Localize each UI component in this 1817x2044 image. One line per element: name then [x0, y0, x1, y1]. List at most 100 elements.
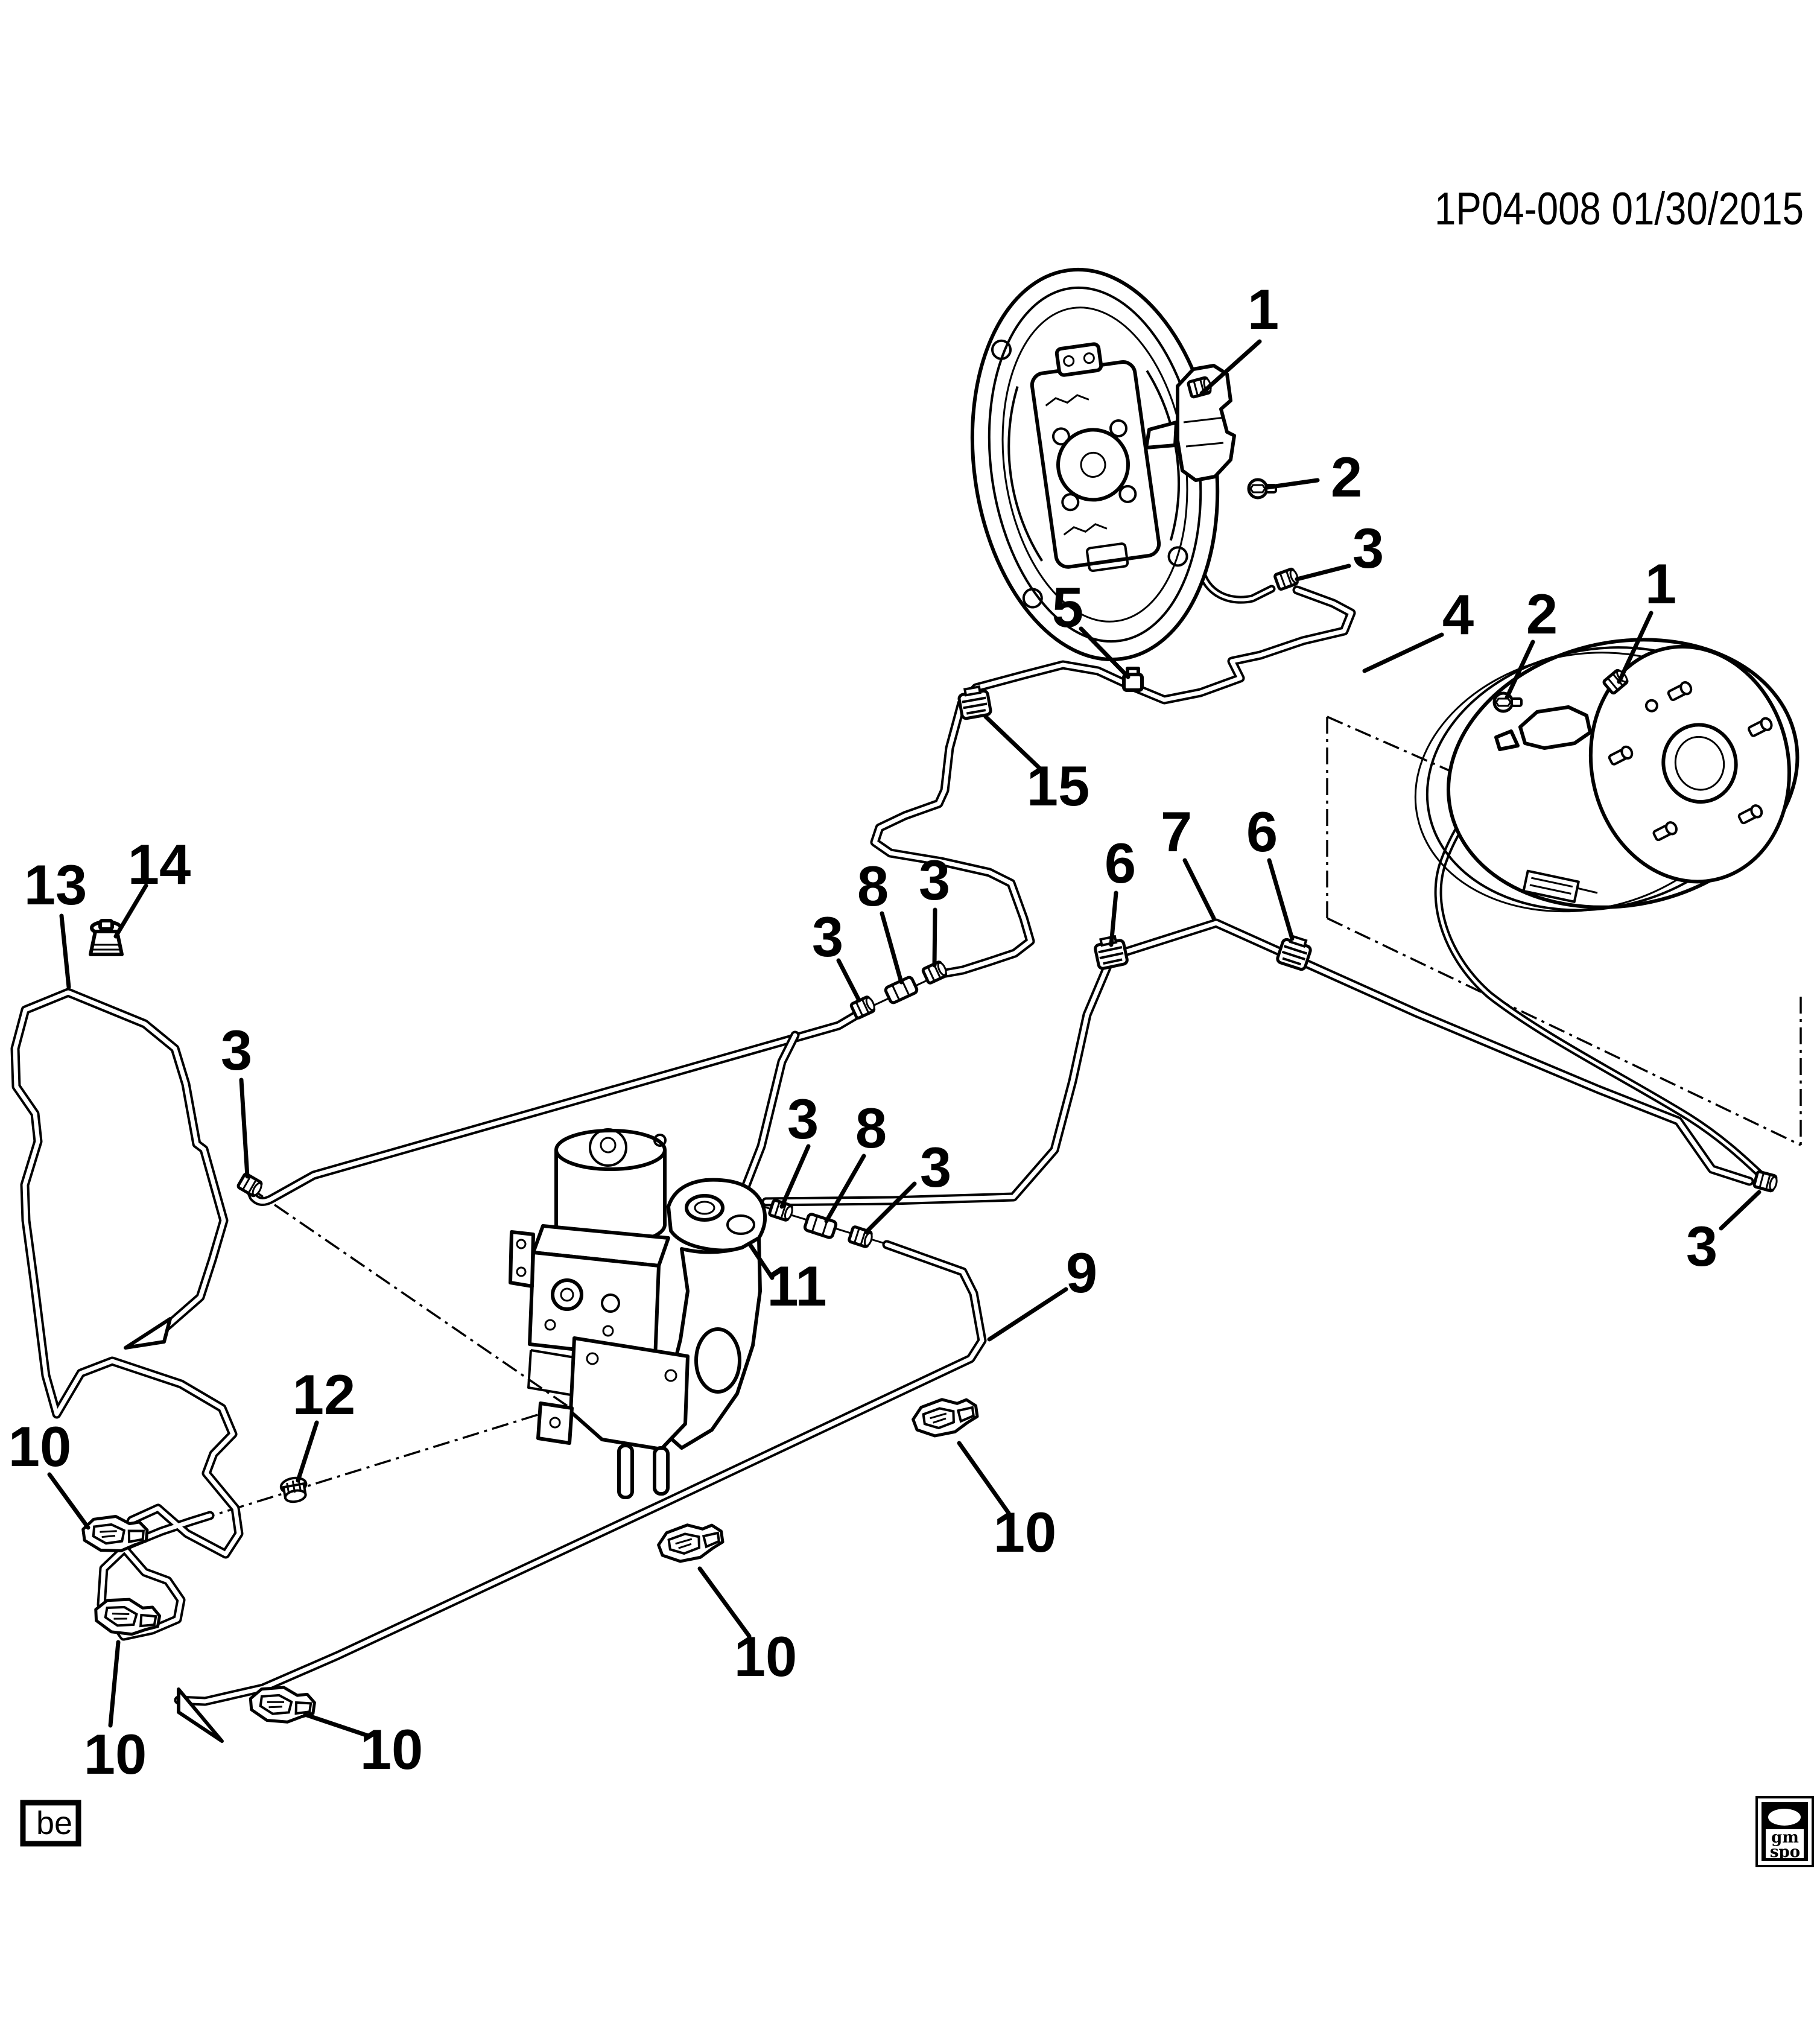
rear-brake-drum: [1414, 638, 1800, 913]
callout-7-7: 7: [1161, 800, 1192, 863]
fittings-and-clips: [81, 377, 1778, 1727]
return-spring: [1045, 394, 1089, 407]
callout-leader-3-17: [864, 1181, 917, 1234]
brake-shoe: [1007, 386, 1044, 562]
callout-leader-10-28: [303, 1712, 372, 1739]
port: [601, 1293, 620, 1313]
pipe-clip-5: [1122, 667, 1144, 692]
rear-left-pipe-assembly-13: [10, 988, 244, 1641]
callout-leader-15-5: [983, 714, 1041, 770]
pipe-clip-10: [656, 1520, 725, 1564]
callout-3-14: 3: [812, 905, 843, 968]
callout-leader-3-13: [932, 907, 937, 968]
callout-leader-12-23: [296, 1420, 319, 1483]
callout-leader-10-26: [697, 1566, 752, 1639]
callout-leader-11-22: [748, 1243, 775, 1280]
bracket-pin: [617, 1444, 634, 1499]
callout-10-28: 10: [360, 1718, 423, 1781]
shoe-adjuster: [1086, 542, 1129, 573]
callout-leader-3-2: [1295, 563, 1351, 582]
callout-3-20: 3: [1686, 1214, 1717, 1278]
rear-left-pipe-4: [870, 585, 1356, 979]
tube-nut-3: [1754, 1171, 1778, 1192]
callout-leader-13-9: [59, 913, 71, 989]
callout-leader-7-7: [1182, 858, 1216, 921]
callout-11-22: 11: [767, 1254, 826, 1318]
pipe-end-seal: [177, 1687, 224, 1743]
callout-leader-5-4: [1079, 626, 1130, 679]
callout-leader-10-27: [957, 1441, 1011, 1516]
pipe-grommet-12: [278, 1474, 310, 1505]
logo-ellipse: [1768, 1809, 1801, 1826]
return-spring: [1063, 523, 1108, 536]
callout-leader-1-18: [1617, 611, 1654, 684]
callout-8-16: 8: [855, 1096, 887, 1160]
wheel-cylinder: [1054, 342, 1103, 377]
callout-3-17: 3: [920, 1135, 951, 1199]
callout-leader-4-3: [1362, 632, 1444, 673]
callout-13-9: 13: [24, 853, 87, 916]
callout-15-5: 15: [1027, 754, 1090, 817]
callout-leader-10-25: [108, 1640, 121, 1728]
abs-mount-bracket-11: [527, 1178, 767, 1499]
callout-10-26: 10: [734, 1625, 798, 1688]
callout-leader-1-0: [1199, 339, 1262, 396]
logo-line2: spo: [1770, 1843, 1800, 1861]
abs-motor: [554, 1128, 667, 1246]
callout-leader-6-8: [1267, 858, 1295, 941]
pipe-clip-15: [958, 685, 992, 719]
callout-14-10: 14: [128, 833, 191, 896]
callout-3-11: 3: [221, 1018, 252, 1082]
front-pipe-9: [174, 1240, 987, 1743]
drum-label-tag: [1522, 869, 1580, 903]
drawing-number-and-date: 1P04-008 01/30/2015: [1435, 183, 1804, 235]
abs-modulator-assembly: [509, 1128, 767, 1499]
callout-10-24: 10: [8, 1415, 72, 1478]
bracket-tab: [1494, 729, 1520, 751]
pipe-union-8: [804, 1213, 837, 1238]
rear-brake-backing-plate: [970, 267, 1236, 662]
callout-leader-3-14: [836, 958, 861, 1003]
callout-8-12: 8: [857, 854, 889, 918]
bracket-tab: [1144, 421, 1178, 449]
callout-10-27: 10: [994, 1500, 1057, 1564]
callout-2-19: 2: [1526, 582, 1558, 646]
callout-leader-8-16: [824, 1154, 866, 1224]
callout-3-2: 3: [1352, 516, 1384, 580]
sheet-code-label: be: [36, 1805, 72, 1841]
callout-leader-8-12: [880, 911, 904, 985]
pipe-end-seal: [124, 1317, 172, 1350]
callout-6-6: 6: [1105, 831, 1136, 895]
logo-line1: gm: [1771, 1829, 1799, 1847]
callout-leader-2-19: [1505, 640, 1535, 700]
callout-3-13: 3: [919, 848, 950, 912]
gm-spo-logo: gm spo: [1755, 1796, 1814, 1867]
callout-4-3: 4: [1442, 583, 1474, 646]
tube-nut-3: [851, 995, 877, 1018]
bracket-pin: [653, 1446, 670, 1496]
callout-3-15: 3: [787, 1087, 819, 1151]
callout-leader-10-24: [47, 1472, 90, 1530]
callout-2-1: 2: [1331, 445, 1362, 509]
callout-1-18: 1: [1645, 552, 1676, 615]
callout-leader-2-1: [1264, 478, 1320, 490]
callout-leader-3-20: [1719, 1190, 1762, 1231]
pipe-clip-10: [911, 1395, 979, 1438]
callout-1-0: 1: [1248, 278, 1279, 341]
callout-9-21: 9: [1066, 1241, 1097, 1304]
callout-leader-6-6: [1109, 890, 1118, 947]
callout-6-8: 6: [1246, 800, 1278, 863]
hose-bracket: [1518, 705, 1592, 750]
callout-leader-14-10: [113, 883, 148, 939]
callout-5-4: 5: [1052, 576, 1083, 639]
callout-leader-3-15: [779, 1144, 811, 1209]
callout-leader-3-11: [239, 1078, 250, 1179]
callout-leader-9-21: [987, 1287, 1068, 1342]
callout-10-25: 10: [84, 1722, 147, 1786]
callout-12-23: 12: [293, 1363, 356, 1426]
brake-shoe: [1146, 370, 1180, 541]
port: [551, 1278, 583, 1311]
